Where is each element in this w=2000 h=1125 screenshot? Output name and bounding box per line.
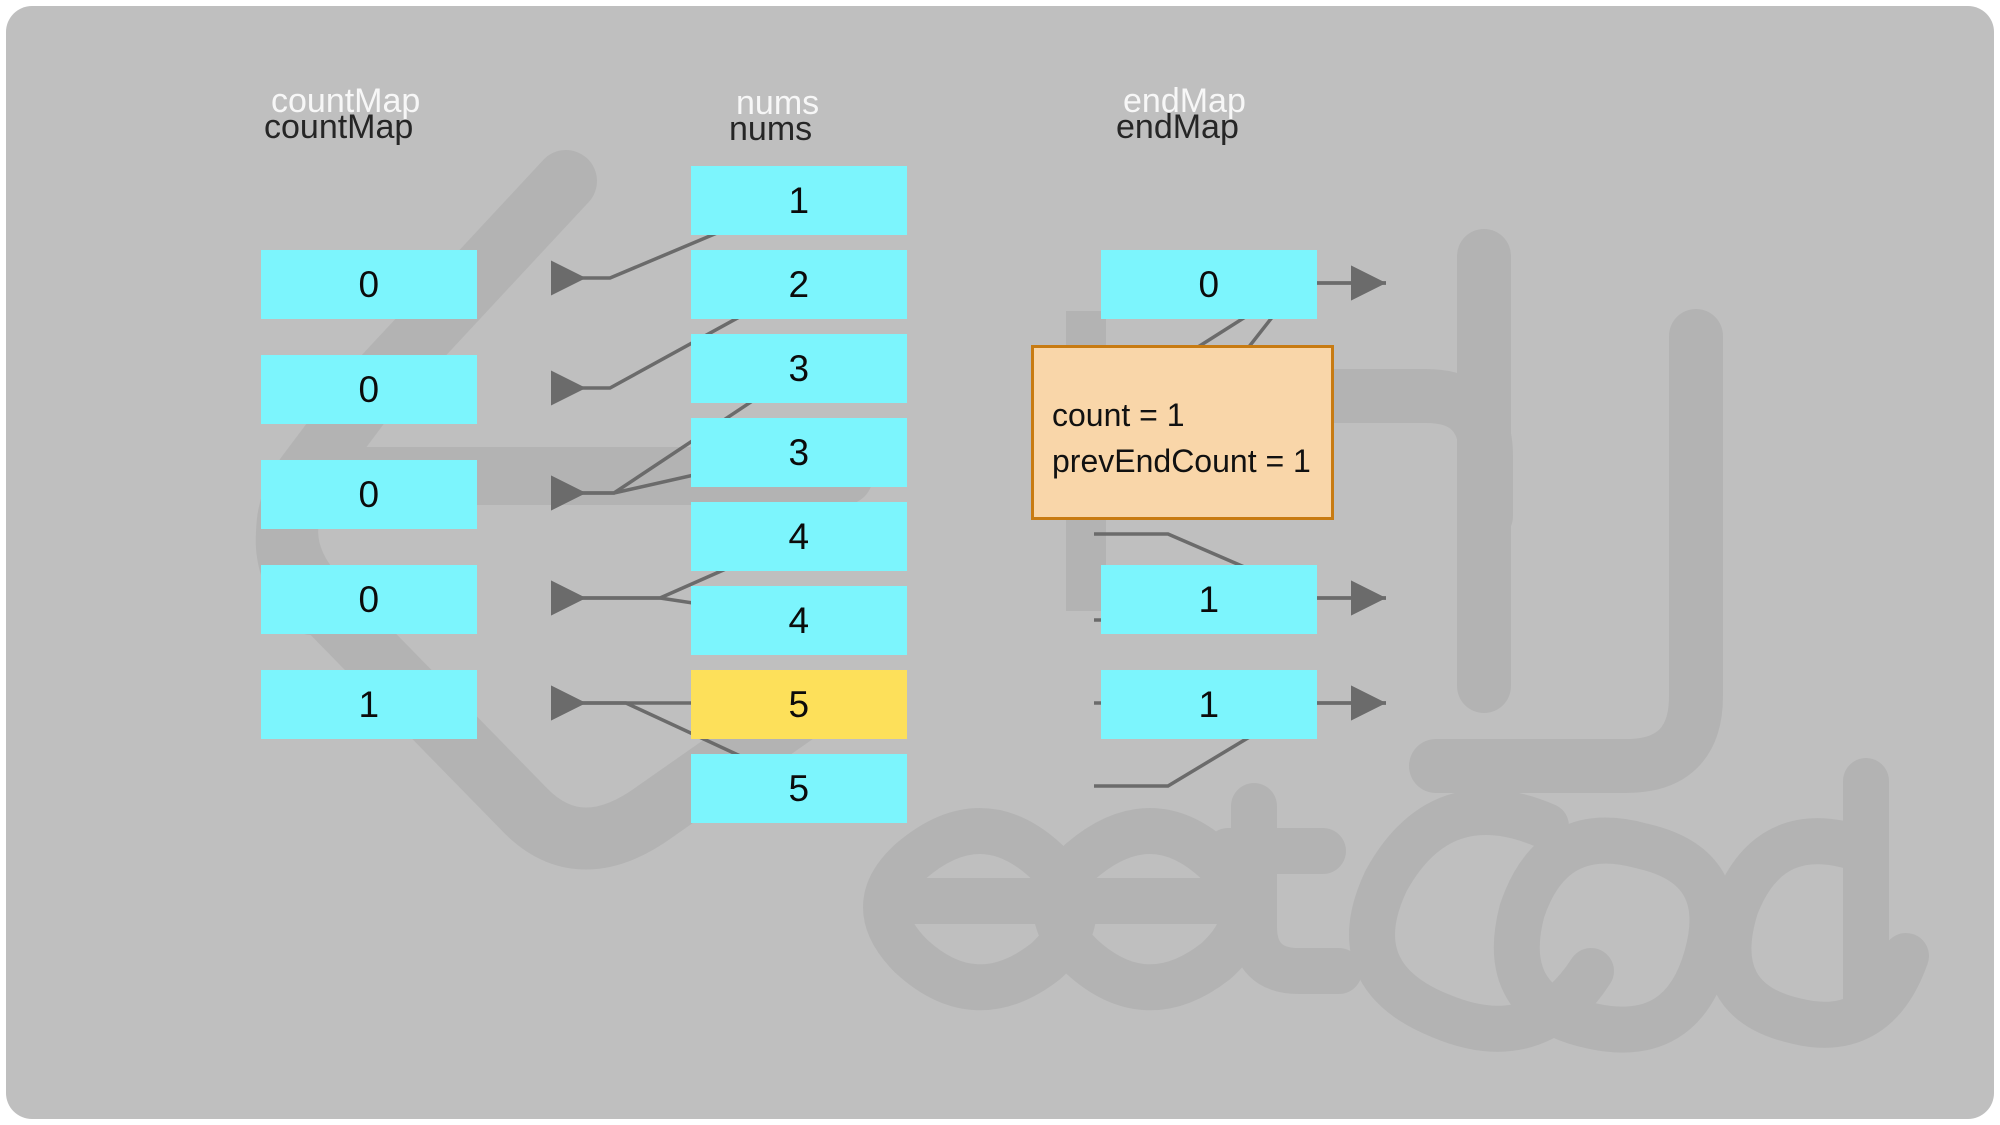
countmap-cell[interactable]: 0 bbox=[261, 460, 477, 529]
nums-cell[interactable]: 1 bbox=[691, 166, 907, 235]
leetcode-watermark bbox=[255, 150, 1929, 1053]
heading-countmap: countMap bbox=[264, 108, 414, 146]
endmap-cell[interactable]: 0 bbox=[1101, 250, 1317, 319]
nums-cell[interactable]: 3 bbox=[691, 334, 907, 403]
endmap-cell[interactable]: 1 bbox=[1101, 565, 1317, 634]
countmap-cell[interactable]: 0 bbox=[261, 565, 477, 634]
heading-nums: nums bbox=[729, 110, 813, 148]
variables-info-box: count = 1 prevEndCount = 1 bbox=[1031, 345, 1334, 520]
countmap-cell[interactable]: 0 bbox=[261, 355, 477, 424]
count-line: count = 1 bbox=[1052, 397, 1185, 433]
diagram-canvas: countMap countMap nums nums endMap endMa… bbox=[6, 6, 1994, 1119]
nums-cell[interactable]: 3 bbox=[691, 418, 907, 487]
heading-endmap-shadow: endMap bbox=[1123, 82, 1246, 120]
countmap-cell[interactable]: 1 bbox=[261, 670, 477, 739]
nums-cell[interactable]: 5 bbox=[691, 754, 907, 823]
nums-cell-highlighted[interactable]: 5 bbox=[691, 670, 907, 739]
prevendcount-line: prevEndCount = 1 bbox=[1052, 443, 1311, 480]
countmap-cell[interactable]: 0 bbox=[261, 250, 477, 319]
heading-nums-shadow: nums bbox=[736, 84, 820, 122]
nums-cell[interactable]: 4 bbox=[691, 586, 907, 655]
nums-cell[interactable]: 4 bbox=[691, 502, 907, 571]
heading-endmap: endMap bbox=[1116, 108, 1239, 146]
nums-cell[interactable]: 2 bbox=[691, 250, 907, 319]
connector-arrows bbox=[551, 194, 1386, 788]
heading-countmap-shadow: countMap bbox=[271, 82, 421, 120]
endmap-cell[interactable]: 1 bbox=[1101, 670, 1317, 739]
